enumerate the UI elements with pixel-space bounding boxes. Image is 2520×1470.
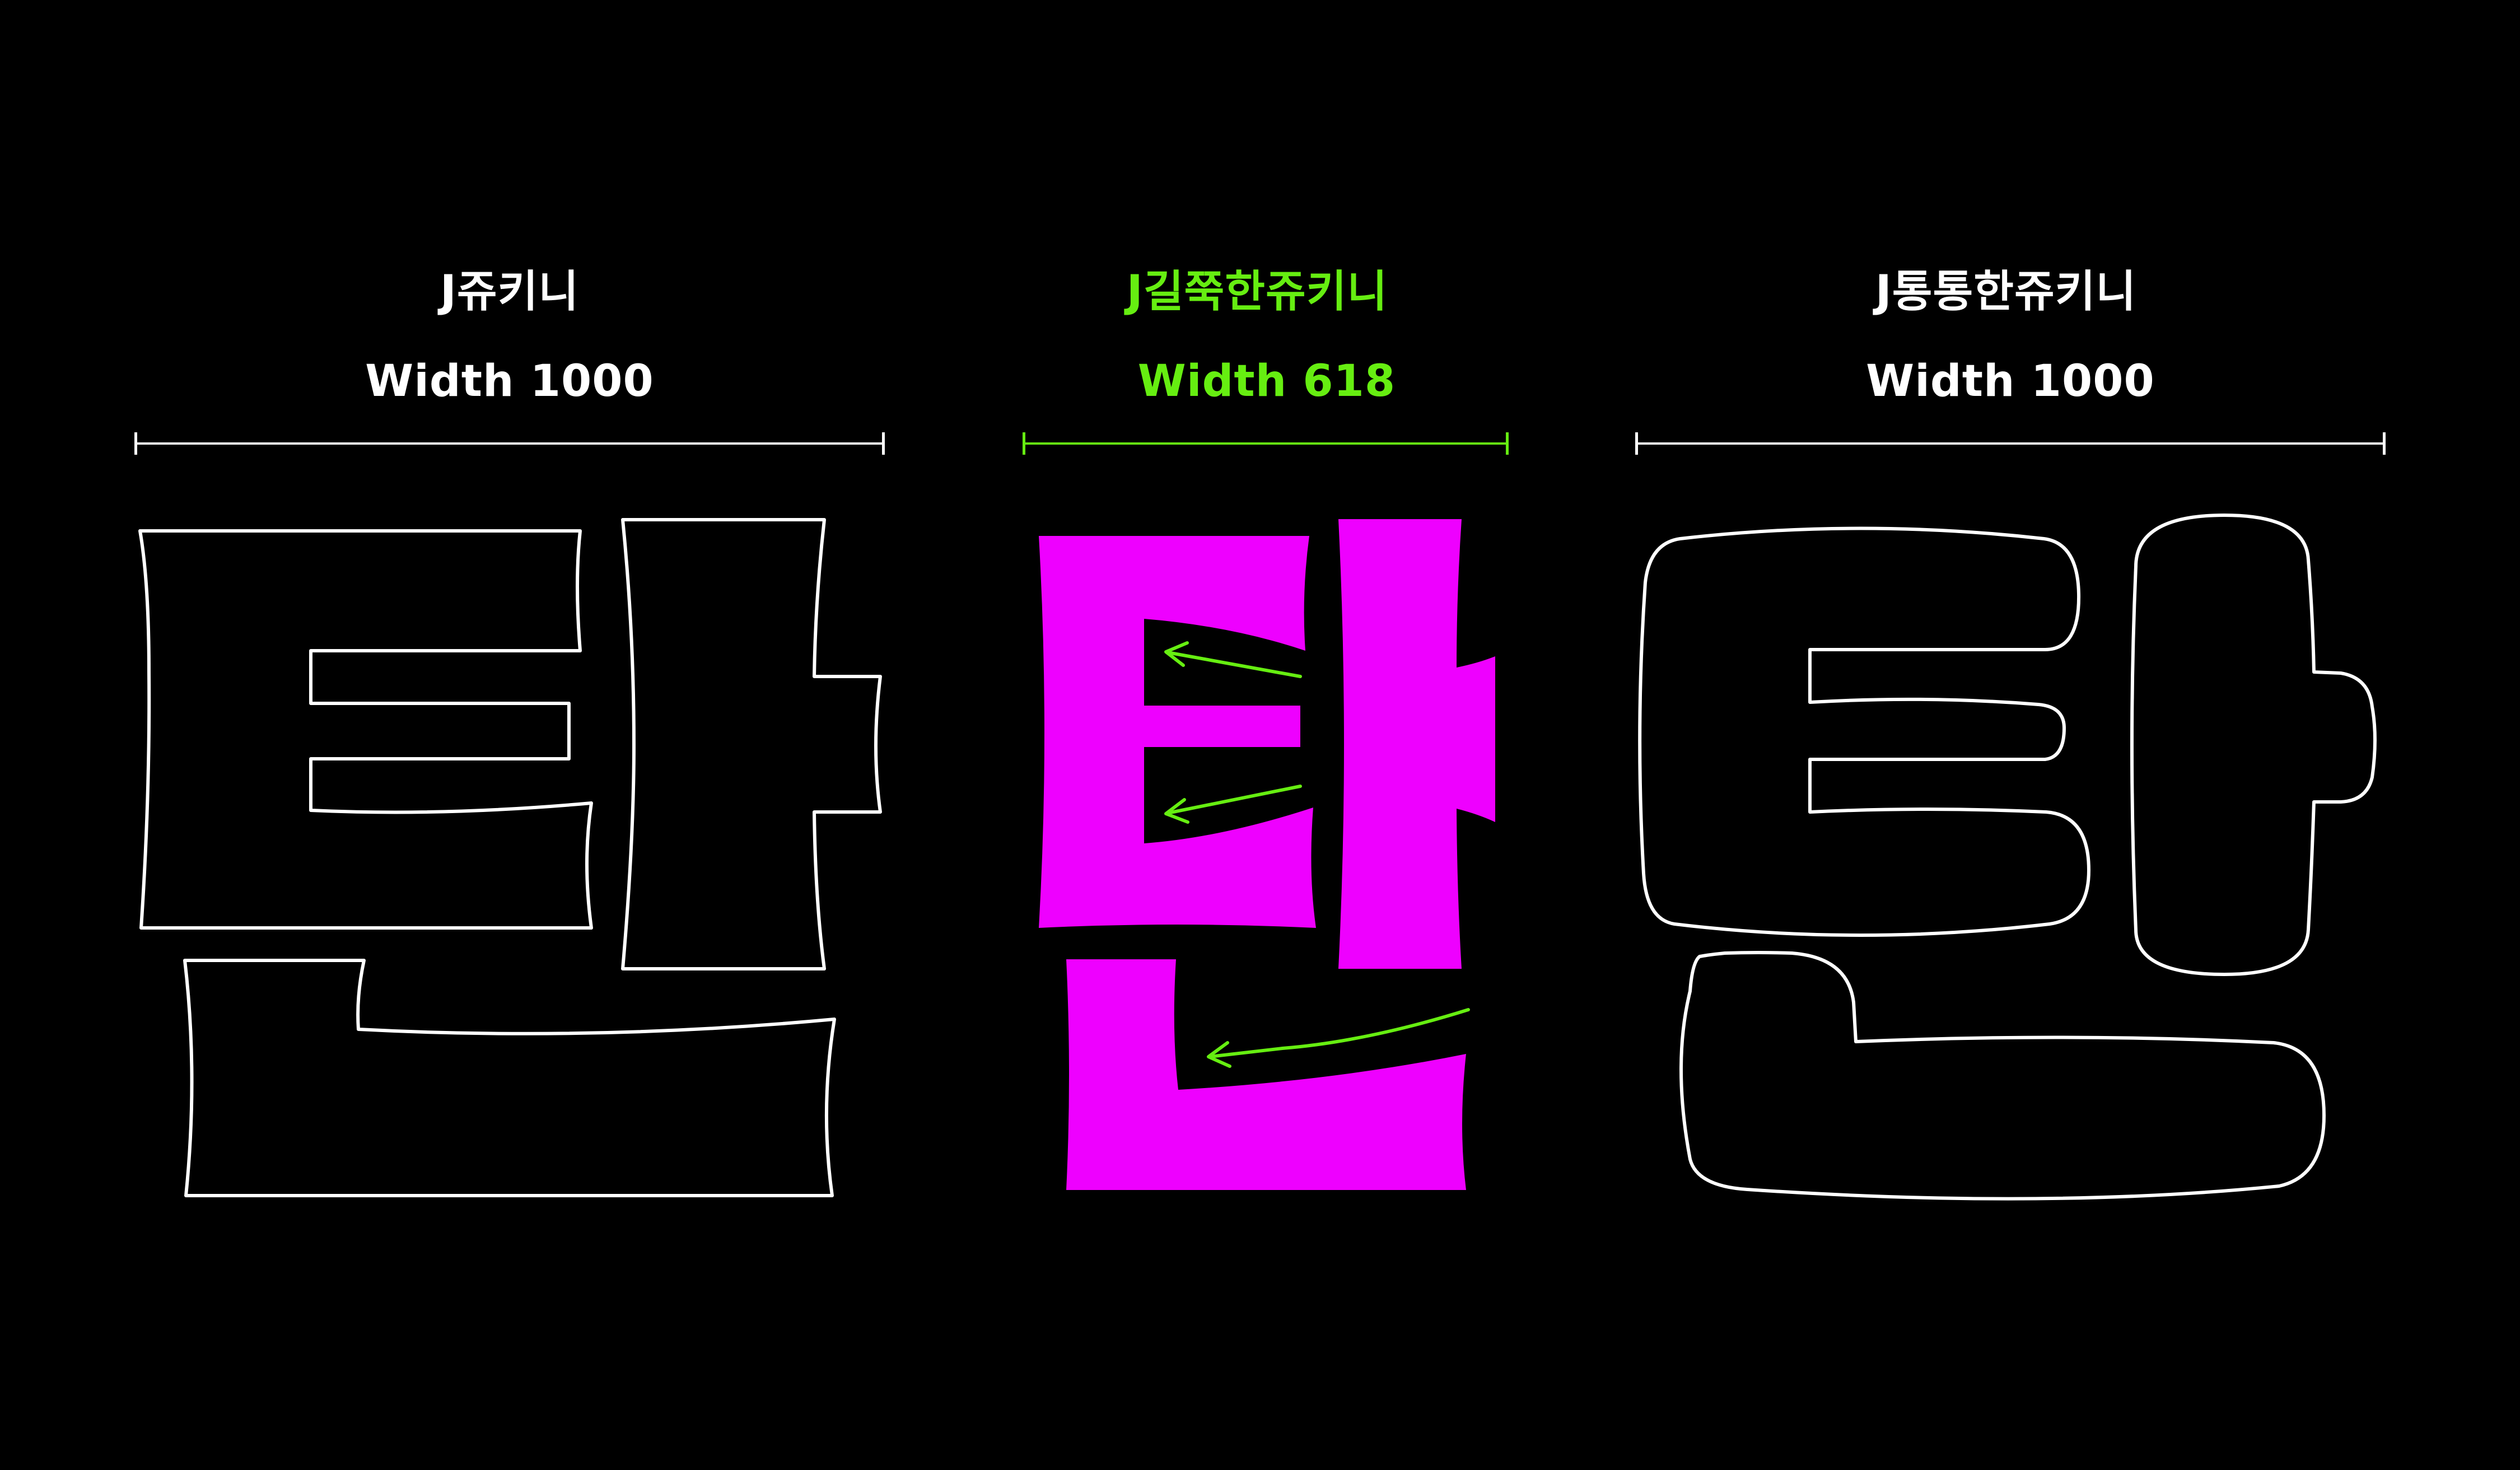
- glyph-regular-nieun: [183, 959, 836, 1197]
- width-label-rounded: Width 1000: [1866, 356, 2155, 407]
- glyph-regular-tieut: [138, 529, 593, 930]
- glyph-tan-condensed: [1039, 519, 1495, 1190]
- width-measure-condensed: [1023, 432, 1509, 455]
- glyph-condensed-nieun: [1066, 959, 1466, 1190]
- glyph-regular-a: [621, 518, 882, 970]
- glyph-rounded-a: [2130, 514, 2377, 976]
- arrow-icon: [1166, 785, 1302, 815]
- width-measure-rounded: [1635, 432, 2386, 455]
- glyph-rounded-nieun: [1679, 951, 2326, 1201]
- glyph-tan-regular: [138, 518, 882, 1197]
- glyph-tan-rounded: [1638, 514, 2377, 1201]
- arrow-icon: [1164, 641, 1189, 667]
- glyph-condensed-tieut: [1039, 536, 1316, 928]
- arrow-icon: [1207, 1041, 1231, 1068]
- width-label-condensed: Width 618: [1137, 356, 1396, 407]
- condensation-arrows: [1164, 641, 1470, 1068]
- glyph-rounded-tieut: [1638, 526, 2090, 937]
- font-name-condensed: J길쭉한쥬키니: [1126, 267, 1388, 317]
- font-name-rounded: J통통한쥬키니: [1875, 267, 2137, 317]
- arrow-icon: [1166, 651, 1302, 678]
- arrow-icon: [1208, 1008, 1470, 1058]
- font-name-regular: J쥬키니: [440, 267, 580, 317]
- glyph-condensed-a: [1338, 519, 1495, 969]
- width-measure-regular: [134, 432, 885, 455]
- width-label-regular: Width 1000: [365, 356, 654, 407]
- arrow-icon: [1164, 798, 1189, 824]
